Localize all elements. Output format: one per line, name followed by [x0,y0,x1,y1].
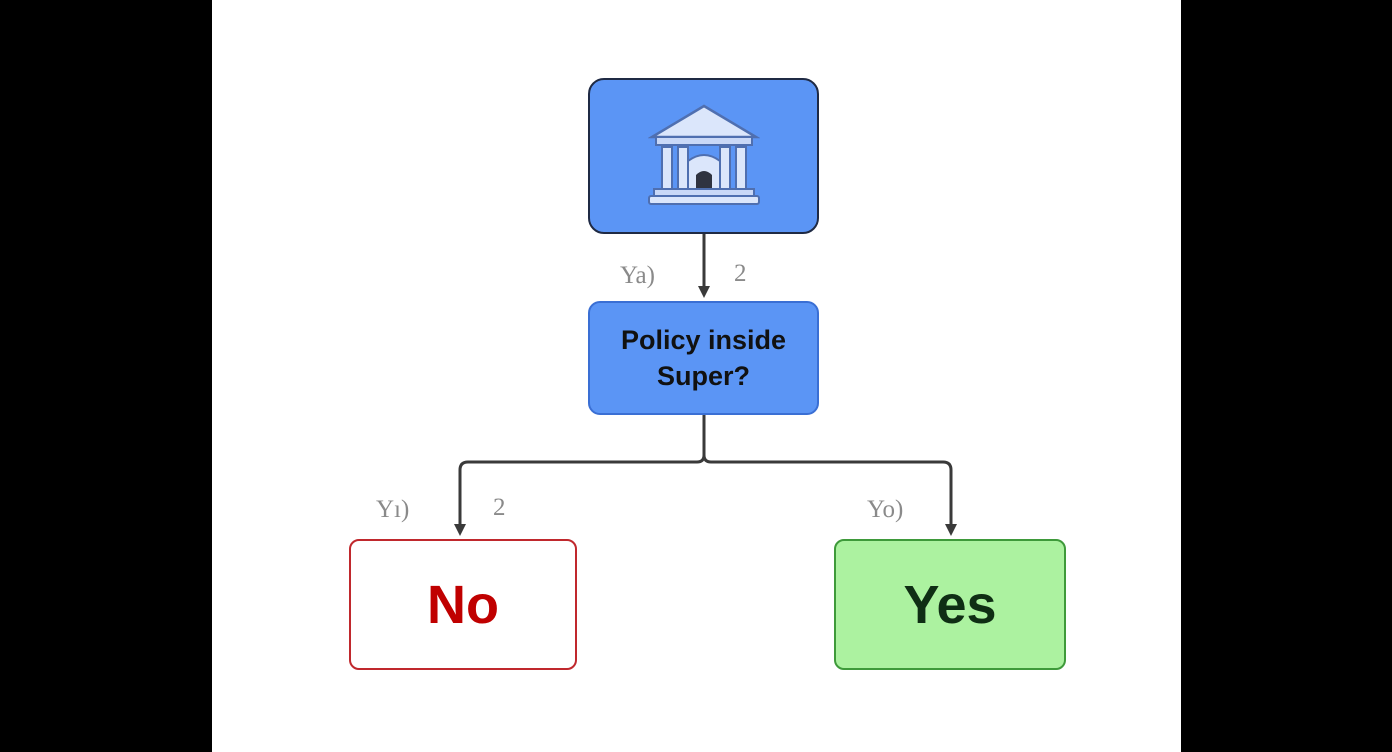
decision-label: Policy inside Super? [620,325,787,391]
edge-label-yes-left: Yo) [867,496,904,523]
bank-building-icon [647,104,760,205]
edge-label-top-left: Ya) [620,262,655,289]
connector-question-to-yes [702,454,957,536]
institution-node [588,78,819,234]
edge-label-no-right: 2 [493,494,506,521]
yes-label: Yes [903,574,997,635]
diagram-canvas: Policy inside Super? No Yes Ya) 2 Yı) 2 … [212,0,1181,752]
connector-lines [454,234,957,536]
no-label: No [427,574,499,635]
edge-label-no-left: Yı) [376,496,410,523]
edge-label-top-right: 2 [734,260,747,287]
decision-node: Policy inside Super? [588,301,819,415]
yes-outcome-node: Yes [834,539,1066,670]
no-outcome-node: No [349,539,577,670]
